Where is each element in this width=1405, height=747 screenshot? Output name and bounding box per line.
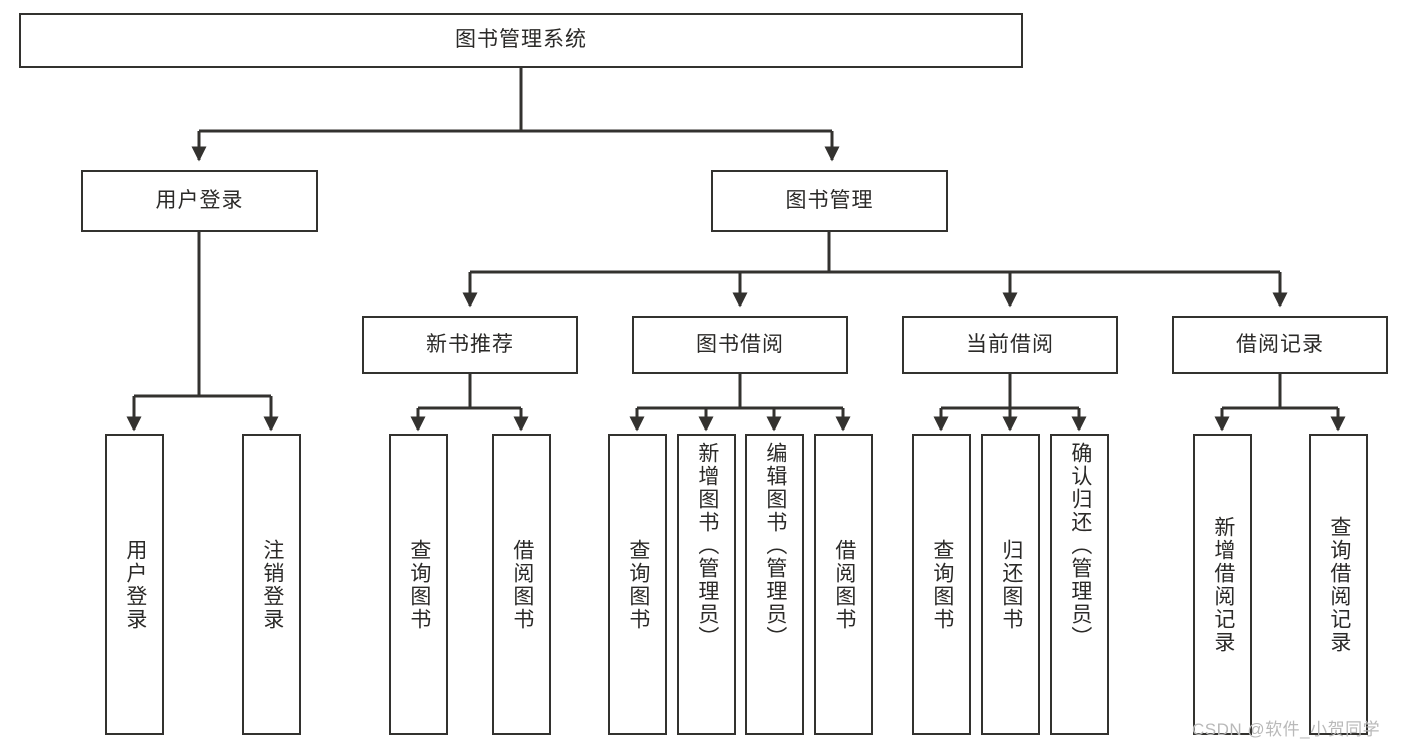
node-leaf-add-record-label: 新增借阅记录 <box>1211 515 1235 654</box>
node-current-borrow-label: 当前借阅 <box>966 332 1054 356</box>
node-leaf-confirm-return[interactable]: 确认归还（管理员） <box>1050 434 1109 735</box>
node-leaf-logout-label: 注销登录 <box>260 538 284 631</box>
node-root-label: 图书管理系统 <box>455 28 587 52</box>
node-leaf-borrow-book-2[interactable]: 借阅图书 <box>814 434 873 735</box>
node-leaf-add-book[interactable]: 新增图书（管理员） <box>677 434 736 735</box>
node-leaf-query-book-1-label: 查询图书 <box>407 538 431 631</box>
node-root[interactable]: 图书管理系统 <box>19 13 1023 68</box>
node-leaf-logout[interactable]: 注销登录 <box>242 434 301 735</box>
node-leaf-query-book-1[interactable]: 查询图书 <box>389 434 448 735</box>
node-leaf-add-record[interactable]: 新增借阅记录 <box>1193 434 1252 735</box>
node-leaf-user-login-label: 用户登录 <box>123 538 147 631</box>
node-leaf-query-book-3-label: 查询图书 <box>930 538 954 631</box>
node-leaf-query-book-2[interactable]: 查询图书 <box>608 434 667 735</box>
watermark: CSDN @软件_小贺同学 <box>1192 720 1381 739</box>
node-leaf-return-book[interactable]: 归还图书 <box>981 434 1040 735</box>
node-leaf-query-book-2-label: 查询图书 <box>626 538 650 631</box>
node-book-manage[interactable]: 图书管理 <box>711 170 948 232</box>
node-book-borrow[interactable]: 图书借阅 <box>632 316 848 374</box>
node-new-book-rec[interactable]: 新书推荐 <box>362 316 578 374</box>
node-current-borrow[interactable]: 当前借阅 <box>902 316 1118 374</box>
node-book-borrow-label: 图书借阅 <box>696 332 784 356</box>
node-leaf-query-record-label: 查询借阅记录 <box>1327 515 1351 654</box>
node-leaf-edit-book-label: 编辑图书（管理员） <box>763 442 787 649</box>
node-leaf-borrow-book-1-label: 借阅图书 <box>510 538 534 631</box>
node-leaf-return-book-label: 归还图书 <box>999 538 1023 631</box>
node-leaf-query-record[interactable]: 查询借阅记录 <box>1309 434 1368 735</box>
node-leaf-add-book-label: 新增图书（管理员） <box>695 442 719 649</box>
node-leaf-user-login[interactable]: 用户登录 <box>105 434 164 735</box>
node-leaf-query-book-3[interactable]: 查询图书 <box>912 434 971 735</box>
node-borrow-record[interactable]: 借阅记录 <box>1172 316 1388 374</box>
node-leaf-confirm-return-label: 确认归还（管理员） <box>1068 442 1092 649</box>
node-user-login[interactable]: 用户登录 <box>81 170 318 232</box>
node-leaf-borrow-book-2-label: 借阅图书 <box>832 538 856 631</box>
node-borrow-record-label: 借阅记录 <box>1236 332 1324 356</box>
node-leaf-borrow-book-1[interactable]: 借阅图书 <box>492 434 551 735</box>
node-user-login-label: 用户登录 <box>155 188 244 212</box>
node-book-manage-label: 图书管理 <box>785 188 874 212</box>
node-leaf-edit-book[interactable]: 编辑图书（管理员） <box>745 434 804 735</box>
node-new-book-rec-label: 新书推荐 <box>426 332 514 356</box>
